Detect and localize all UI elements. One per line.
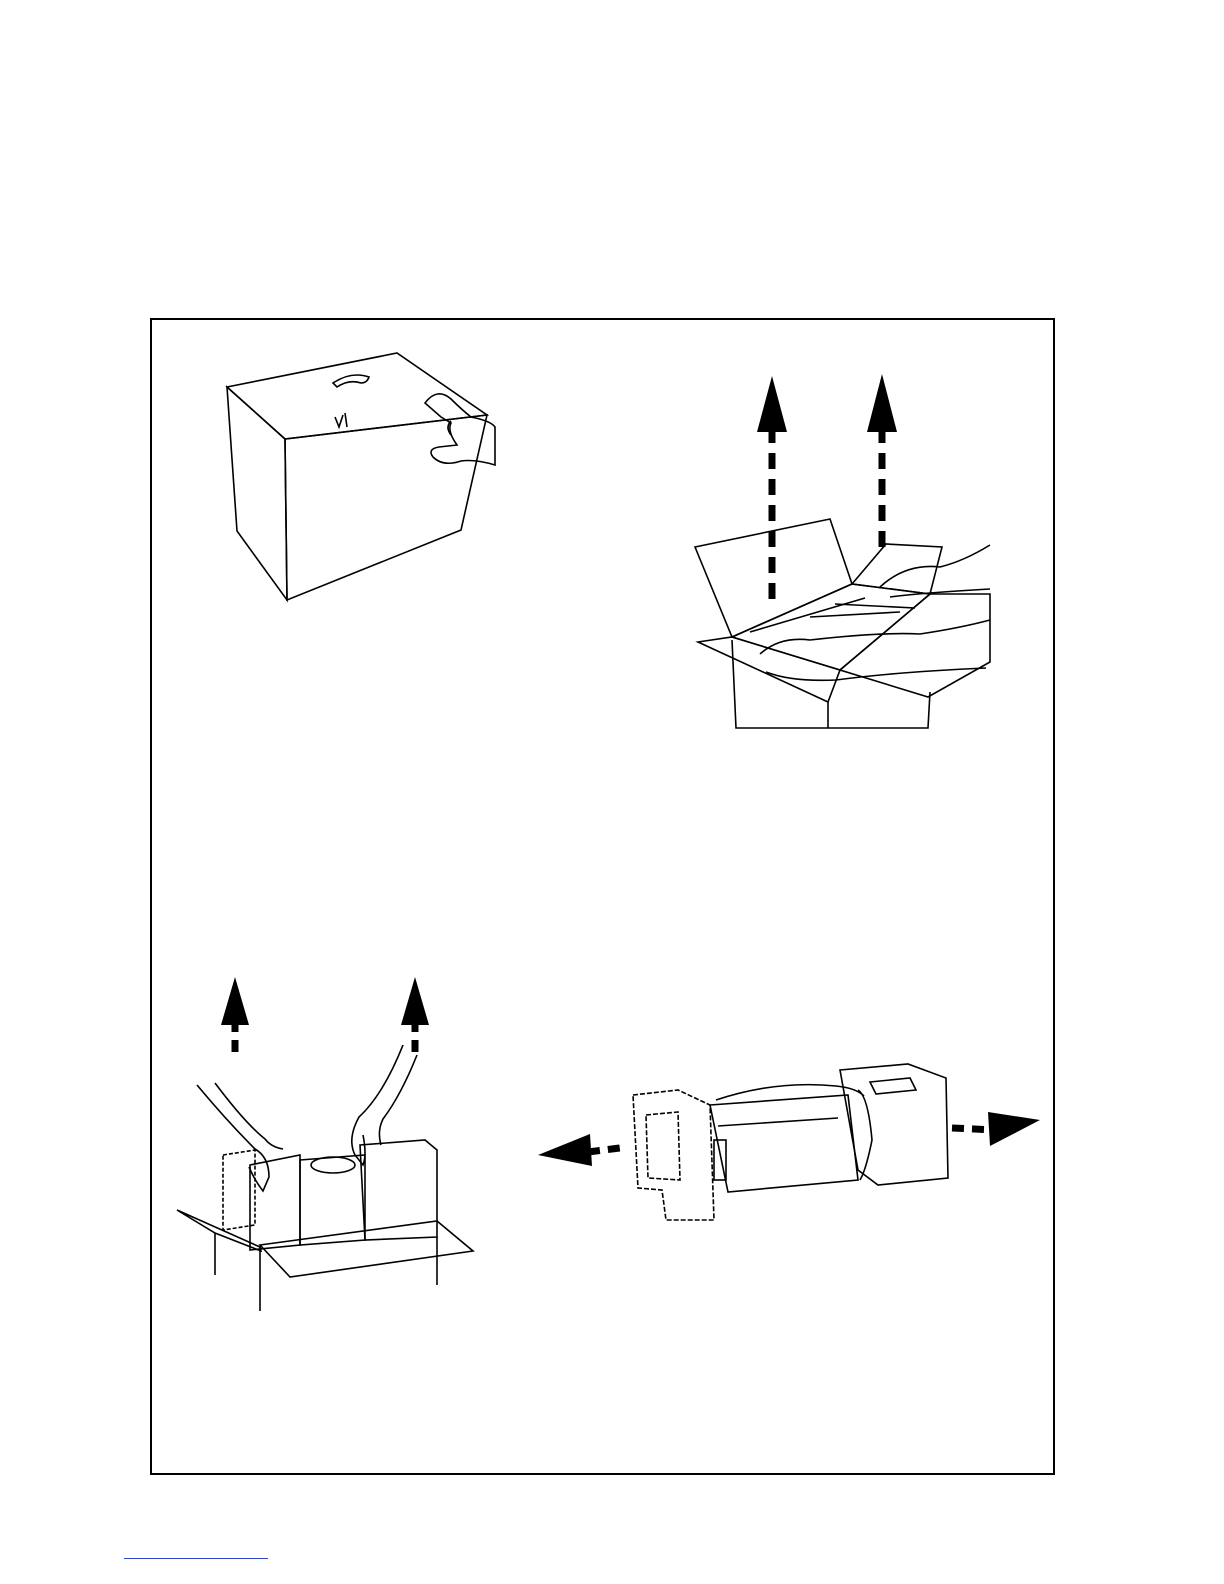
lift-printer-from-box-icon — [175, 975, 475, 1315]
remove-accessory-tray-icon — [690, 372, 995, 732]
remove-foam-end-caps-icon — [538, 1060, 1043, 1230]
closed-box-lift-lid-icon — [215, 345, 505, 610]
footer-rule — [124, 1558, 268, 1559]
